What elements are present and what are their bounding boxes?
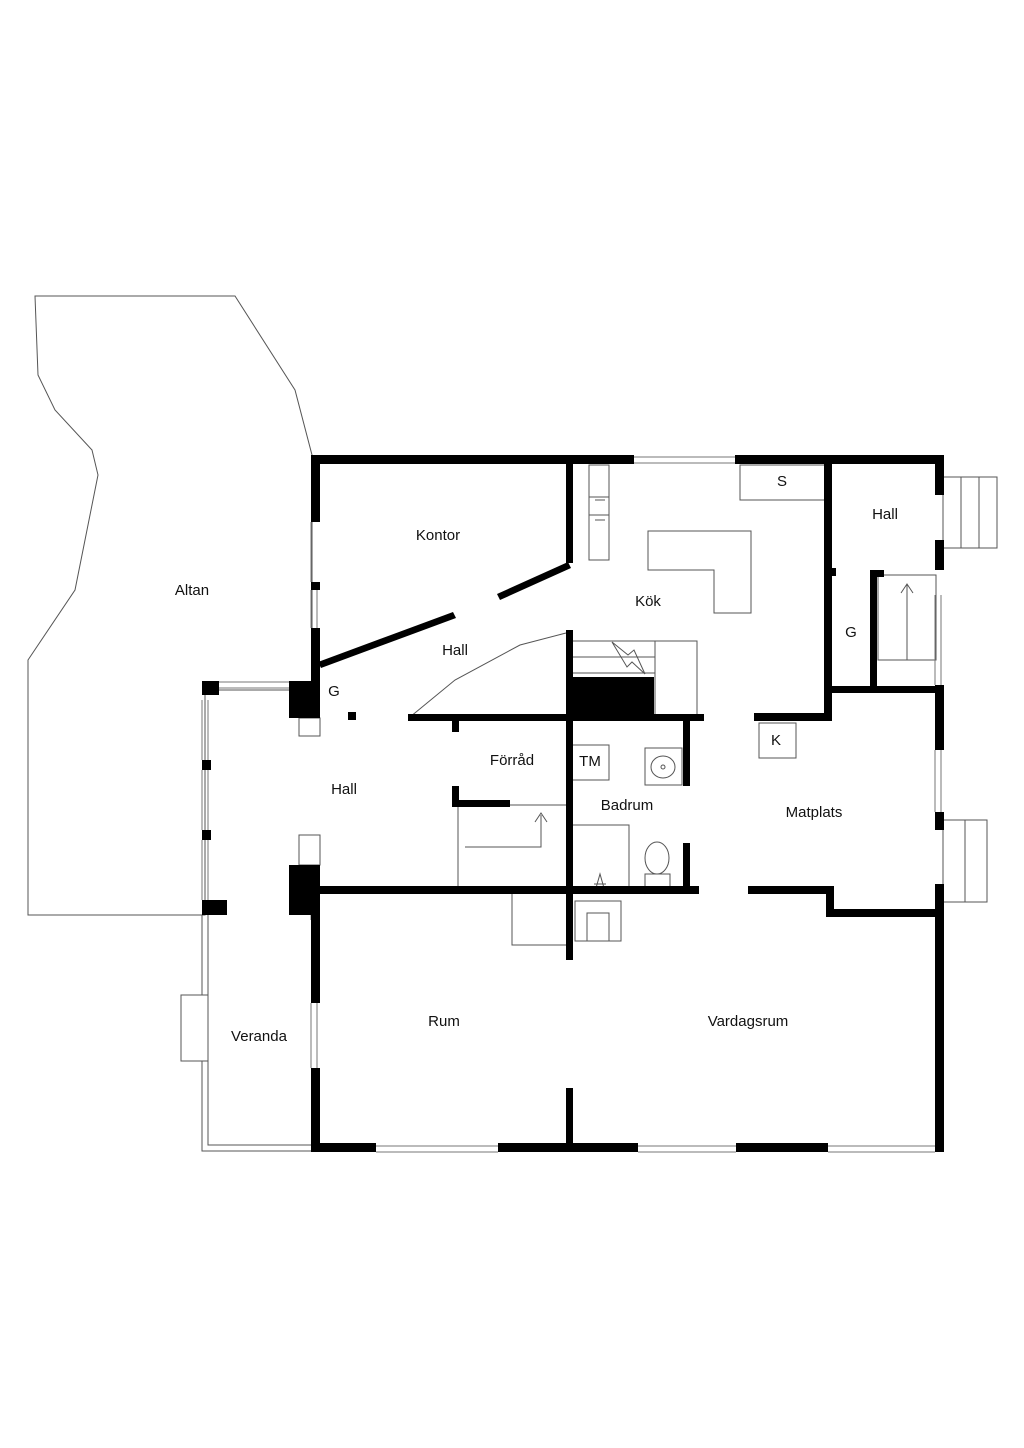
exterior-steps-right — [942, 819, 988, 903]
staircase — [409, 632, 698, 718]
veranda-outline — [180, 915, 312, 1152]
room-label-hall-center: Hall — [442, 642, 468, 659]
room-label-rum: Rum — [428, 1013, 460, 1030]
room-label-veranda: Veranda — [231, 1028, 288, 1045]
room-label-altan: Altan — [175, 582, 209, 599]
room-label-k: K — [771, 732, 781, 749]
altan-outline — [27, 295, 313, 916]
k-closet-box — [758, 722, 797, 759]
walls — [202, 455, 944, 1152]
hall-left-fixture-2 — [298, 834, 321, 866]
room-label-badrum: Badrum — [601, 797, 654, 814]
room-label-g-left: G — [328, 683, 340, 700]
storage-stair — [457, 804, 569, 889]
room-label-tm: TM — [579, 753, 601, 770]
room-label-g-right: G — [845, 624, 857, 641]
room-label-hall-top-right: Hall — [872, 506, 898, 523]
hall-right-stair — [877, 574, 937, 661]
room-label-vardagsrum: Vardagsrum — [708, 1013, 789, 1030]
room-label-matplats: Matplats — [786, 804, 843, 821]
room-label-forrad: Förråd — [490, 752, 534, 769]
windows — [201, 456, 942, 1153]
exterior-steps-top-right — [942, 476, 998, 549]
room-label-s: S — [777, 473, 787, 490]
hall-left-fixture — [298, 717, 321, 737]
room-label-hall-left: Hall — [331, 781, 357, 798]
kitchen-fixtures — [588, 464, 826, 614]
room-label-kok: Kök — [635, 593, 661, 610]
room-label-kontor: Kontor — [416, 527, 460, 544]
